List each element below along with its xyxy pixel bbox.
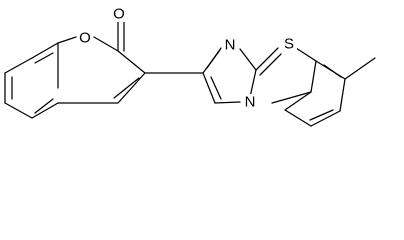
bond: [4, 57, 33, 74]
bond: [206, 47, 222, 69]
bond: [214, 101, 241, 104]
bond: [202, 72, 216, 104]
bond: [93, 36, 119, 52]
carbonyl-oxygen-label: O: [113, 6, 125, 23]
bond: [31, 42, 59, 59]
bond: [284, 91, 312, 111]
bond: [295, 47, 317, 62]
bond-layer: [4, 19, 376, 127]
bond: [284, 109, 312, 127]
bond: [271, 91, 312, 104]
bond: [344, 57, 376, 80]
bond: [31, 102, 59, 119]
bond: [310, 110, 341, 127]
bond: [259, 53, 282, 76]
bridgehead-nitrogen-label: N: [245, 94, 256, 111]
bond: [210, 76, 222, 100]
bond: [309, 109, 334, 121]
bond: [323, 64, 342, 78]
bond: [117, 50, 146, 74]
bond: [310, 60, 317, 93]
bond: [239, 48, 257, 71]
bond: [117, 72, 146, 104]
bond: [34, 98, 54, 114]
bond: [57, 36, 77, 44]
atom-layer: O O N S N: [77, 6, 297, 111]
sulfur-label: S: [284, 36, 294, 53]
molecule-structure: O O N S N: [4, 6, 376, 127]
bond: [339, 78, 346, 112]
imidazole-nitrogen-label: N: [225, 37, 236, 54]
ring-oxygen-label: O: [79, 30, 91, 47]
bond: [34, 52, 54, 64]
bond: [113, 77, 140, 99]
bond: [249, 69, 257, 98]
bond: [255, 47, 279, 71]
bond: [4, 102, 33, 119]
